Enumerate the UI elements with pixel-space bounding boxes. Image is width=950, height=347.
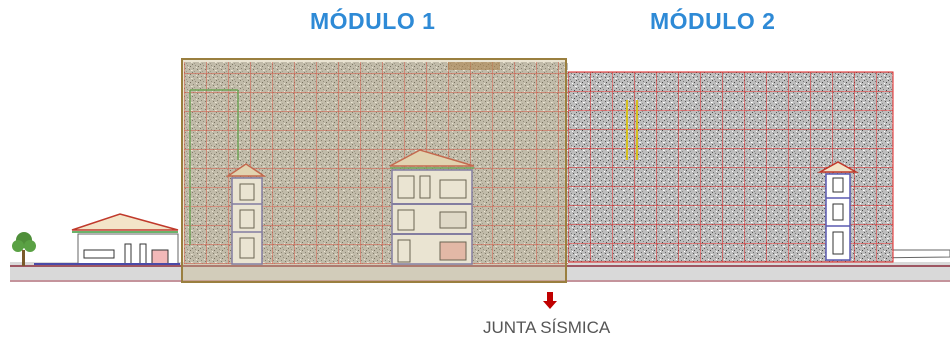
small-building: [34, 213, 180, 265]
module-2-stair-tower: [817, 161, 859, 261]
module-1-highlight: [181, 58, 567, 283]
module-1-central-section: [389, 149, 475, 265]
down-arrow-icon: [543, 292, 557, 309]
tree-icon: [12, 232, 36, 266]
module-2-label: MÓDULO 2: [650, 8, 776, 34]
seismic-joint-label: JUNTA SÍSMICA: [483, 318, 611, 337]
module-1-label: MÓDULO 1: [310, 8, 436, 34]
module-1-left-tower: [225, 163, 267, 265]
